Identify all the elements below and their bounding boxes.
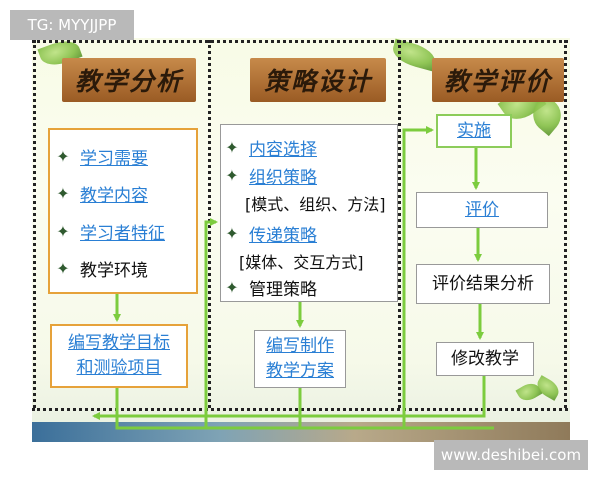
dotted-divider-1 bbox=[208, 40, 211, 408]
analysis-box: ✦ 学习需要 ✦ 教学内容 ✦ 学习者特征 ✦ 教学环境 bbox=[48, 128, 198, 294]
analysis-item[interactable]: ✦ 教学内容 bbox=[54, 181, 148, 206]
star-icon: ✦ bbox=[225, 166, 239, 185]
dotted-frame-left bbox=[33, 40, 36, 408]
analysis-item: ✦ 教学环境 bbox=[54, 256, 148, 281]
dotted-frame-top bbox=[32, 40, 568, 43]
star-icon: ✦ bbox=[225, 278, 239, 297]
header-teaching-evaluation: 教学评价 bbox=[432, 58, 564, 102]
item-label: 管理策略 bbox=[249, 280, 317, 300]
flow-arrows bbox=[92, 126, 494, 430]
header-strategy-design: 策略设计 bbox=[250, 58, 386, 102]
arrow-to-strategy bbox=[204, 218, 218, 428]
step-result-analysis[interactable]: 评价结果分析 bbox=[416, 264, 550, 304]
strategy-item[interactable]: ✦ 组织策略 bbox=[223, 163, 317, 188]
strategy-item: ✦ 管理策略 bbox=[223, 275, 317, 300]
item-label: 教学内容 bbox=[80, 186, 148, 206]
step-label: 修改教学 bbox=[451, 348, 519, 369]
analysis-item[interactable]: ✦ 学习者特征 bbox=[54, 219, 165, 244]
watermark-top-left: TG: MYYJJPP bbox=[10, 10, 134, 40]
step-evaluate[interactable]: 评价 bbox=[416, 192, 548, 228]
strategy-note: [模式、组织、方法] bbox=[245, 195, 386, 214]
star-icon: ✦ bbox=[56, 222, 70, 241]
item-label: 组织策略 bbox=[249, 168, 317, 188]
dotted-frame-right bbox=[564, 40, 567, 408]
strategy-box: ✦ 内容选择 ✦ 组织策略 [模式、组织、方法] ✦ 传递策略 [媒体、交互方式… bbox=[220, 124, 398, 302]
item-label: 学习者特征 bbox=[80, 224, 165, 244]
analysis-item[interactable]: ✦ 学习需要 bbox=[54, 144, 148, 169]
star-icon: ✦ bbox=[56, 184, 70, 203]
step-label: 实施 bbox=[457, 120, 491, 141]
plan-box[interactable]: 编写制作 教学方案 bbox=[254, 330, 346, 388]
plan-line-1: 编写制作 bbox=[266, 336, 334, 356]
item-label: 学习需要 bbox=[80, 149, 148, 169]
star-icon: ✦ bbox=[56, 259, 70, 278]
watermark-bottom-right: www.deshibei.com bbox=[434, 440, 588, 470]
strategy-item[interactable]: ✦ 内容选择 bbox=[223, 135, 317, 160]
step-implement[interactable]: 实施 bbox=[436, 114, 512, 148]
diagram-canvas: 教学分析 策略设计 教学评价 ✦ 学习需要 ✦ 教学内容 ✦ 学习者特征 ✦ 教… bbox=[32, 38, 570, 442]
step-revise[interactable]: 修改教学 bbox=[436, 342, 534, 376]
star-icon: ✦ bbox=[56, 147, 70, 166]
strategy-item[interactable]: ✦ 传递策略 bbox=[223, 221, 317, 246]
dotted-divider-2 bbox=[398, 40, 401, 408]
plan-line-2: 教学方案 bbox=[266, 361, 334, 381]
step-label: 评价 bbox=[465, 199, 499, 220]
item-label: 传递策略 bbox=[249, 226, 317, 246]
item-label: 教学环境 bbox=[80, 261, 148, 281]
objectives-line-1: 编写教学目标 bbox=[68, 333, 170, 353]
objectives-line-2: 和测验项目 bbox=[76, 358, 162, 378]
star-icon: ✦ bbox=[225, 138, 239, 157]
star-icon: ✦ bbox=[225, 224, 239, 243]
strategy-note: [媒体、交互方式] bbox=[239, 253, 364, 272]
arrow-revise-feedback bbox=[92, 376, 486, 420]
step-label: 评价结果分析 bbox=[432, 273, 534, 294]
item-label: 内容选择 bbox=[249, 140, 317, 160]
arrow-to-implement bbox=[402, 126, 434, 428]
objectives-box[interactable]: 编写教学目标 和测验项目 bbox=[50, 324, 188, 388]
arrow-return-line bbox=[115, 388, 494, 430]
header-teaching-analysis: 教学分析 bbox=[62, 58, 196, 102]
